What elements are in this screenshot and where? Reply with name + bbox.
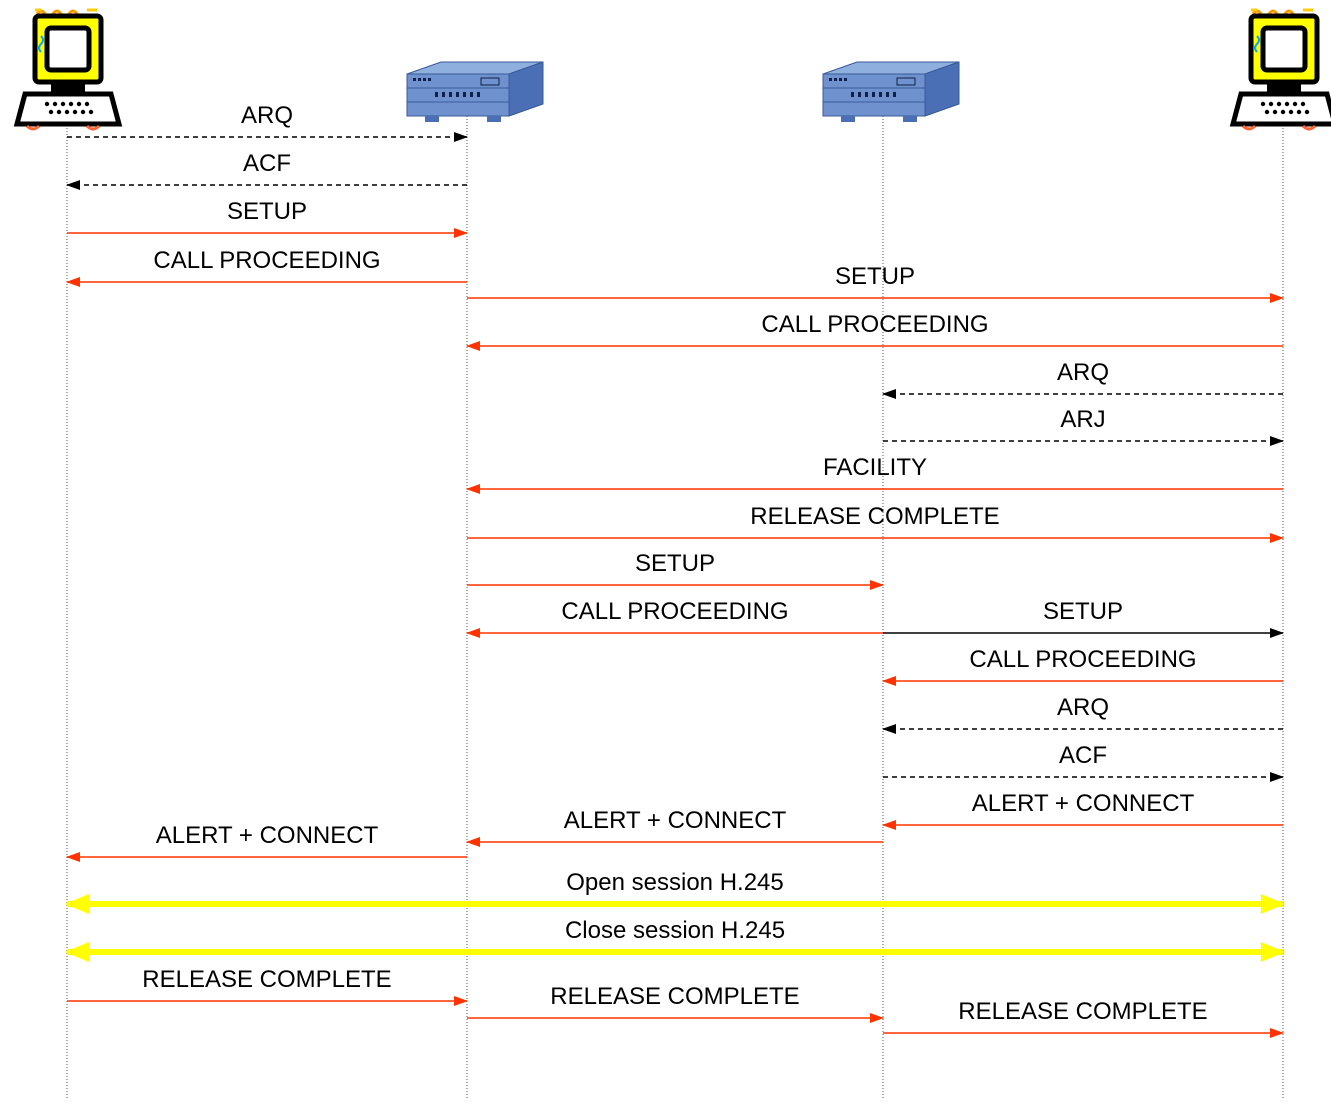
message-label: CALL PROCEEDING (969, 646, 1196, 673)
message-label: RELEASE COMPLETE (142, 966, 391, 993)
message-8: ARJ (883, 406, 1284, 446)
message-5: SETUP (467, 263, 1284, 303)
message-label: CALL PROCEEDING (761, 311, 988, 338)
message-2: ACF (66, 150, 467, 190)
message-label: CALL PROCEEDING (561, 598, 788, 625)
message-label: SETUP (635, 550, 715, 577)
message-14: CALL PROCEEDING (882, 646, 1283, 686)
messages: ARQ ACF SETUP CALL PROCEEDING SETUP CALL PROC… (65, 102, 1285, 1038)
computer-terminal-icon (1229, 8, 1331, 131)
message-label: ARJ (1060, 406, 1105, 433)
message-label: SETUP (227, 198, 307, 225)
entities (13, 8, 1331, 131)
message-4: CALL PROCEEDING (66, 247, 467, 287)
message-label: SETUP (835, 263, 915, 290)
message-label: ARQ (1057, 694, 1109, 721)
message-label: CALL PROCEEDING (153, 247, 380, 274)
message-3: SETUP (67, 198, 468, 238)
message-label: RELEASE COMPLETE (750, 503, 999, 530)
message-18: ALERT + CONNECT (466, 807, 883, 847)
message-label: FACILITY (823, 454, 927, 481)
message-label: ALERT + CONNECT (156, 822, 379, 849)
message-17: ALERT + CONNECT (882, 790, 1283, 830)
message-label: Close session H.245 (565, 917, 785, 944)
message-1: ARQ (67, 102, 468, 142)
message-label: ALERT + CONNECT (972, 790, 1195, 817)
network-switch-icon (406, 61, 544, 122)
network-switch-icon (822, 61, 960, 122)
message-13: SETUP (883, 598, 1284, 638)
message-label: SETUP (1043, 598, 1123, 625)
computer-terminal-icon (13, 8, 123, 131)
message-label: RELEASE COMPLETE (550, 983, 799, 1010)
message-label: ARQ (1057, 359, 1109, 386)
message-16: ACF (883, 742, 1284, 782)
message-24: RELEASE COMPLETE (883, 998, 1284, 1038)
message-21: Close session H.245 (65, 917, 1285, 962)
lifelines (66, 110, 1284, 1100)
message-22: RELEASE COMPLETE (67, 966, 468, 1006)
message-20: Open session H.245 (65, 869, 1285, 914)
message-19: ALERT + CONNECT (66, 822, 467, 862)
message-12: CALL PROCEEDING (466, 598, 883, 638)
message-10: RELEASE COMPLETE (467, 503, 1284, 543)
message-9: FACILITY (466, 454, 1283, 494)
message-label: ARQ (241, 102, 293, 129)
message-11: SETUP (467, 550, 884, 590)
message-label: ALERT + CONNECT (564, 807, 787, 834)
message-label: Open session H.245 (566, 869, 783, 896)
message-label: ACF (243, 150, 291, 177)
message-23: RELEASE COMPLETE (467, 983, 884, 1023)
message-15: ARQ (882, 694, 1283, 734)
message-6: CALL PROCEEDING (466, 311, 1283, 351)
message-label: RELEASE COMPLETE (958, 998, 1207, 1025)
message-label: ACF (1059, 742, 1107, 769)
message-7: ARQ (882, 359, 1283, 399)
